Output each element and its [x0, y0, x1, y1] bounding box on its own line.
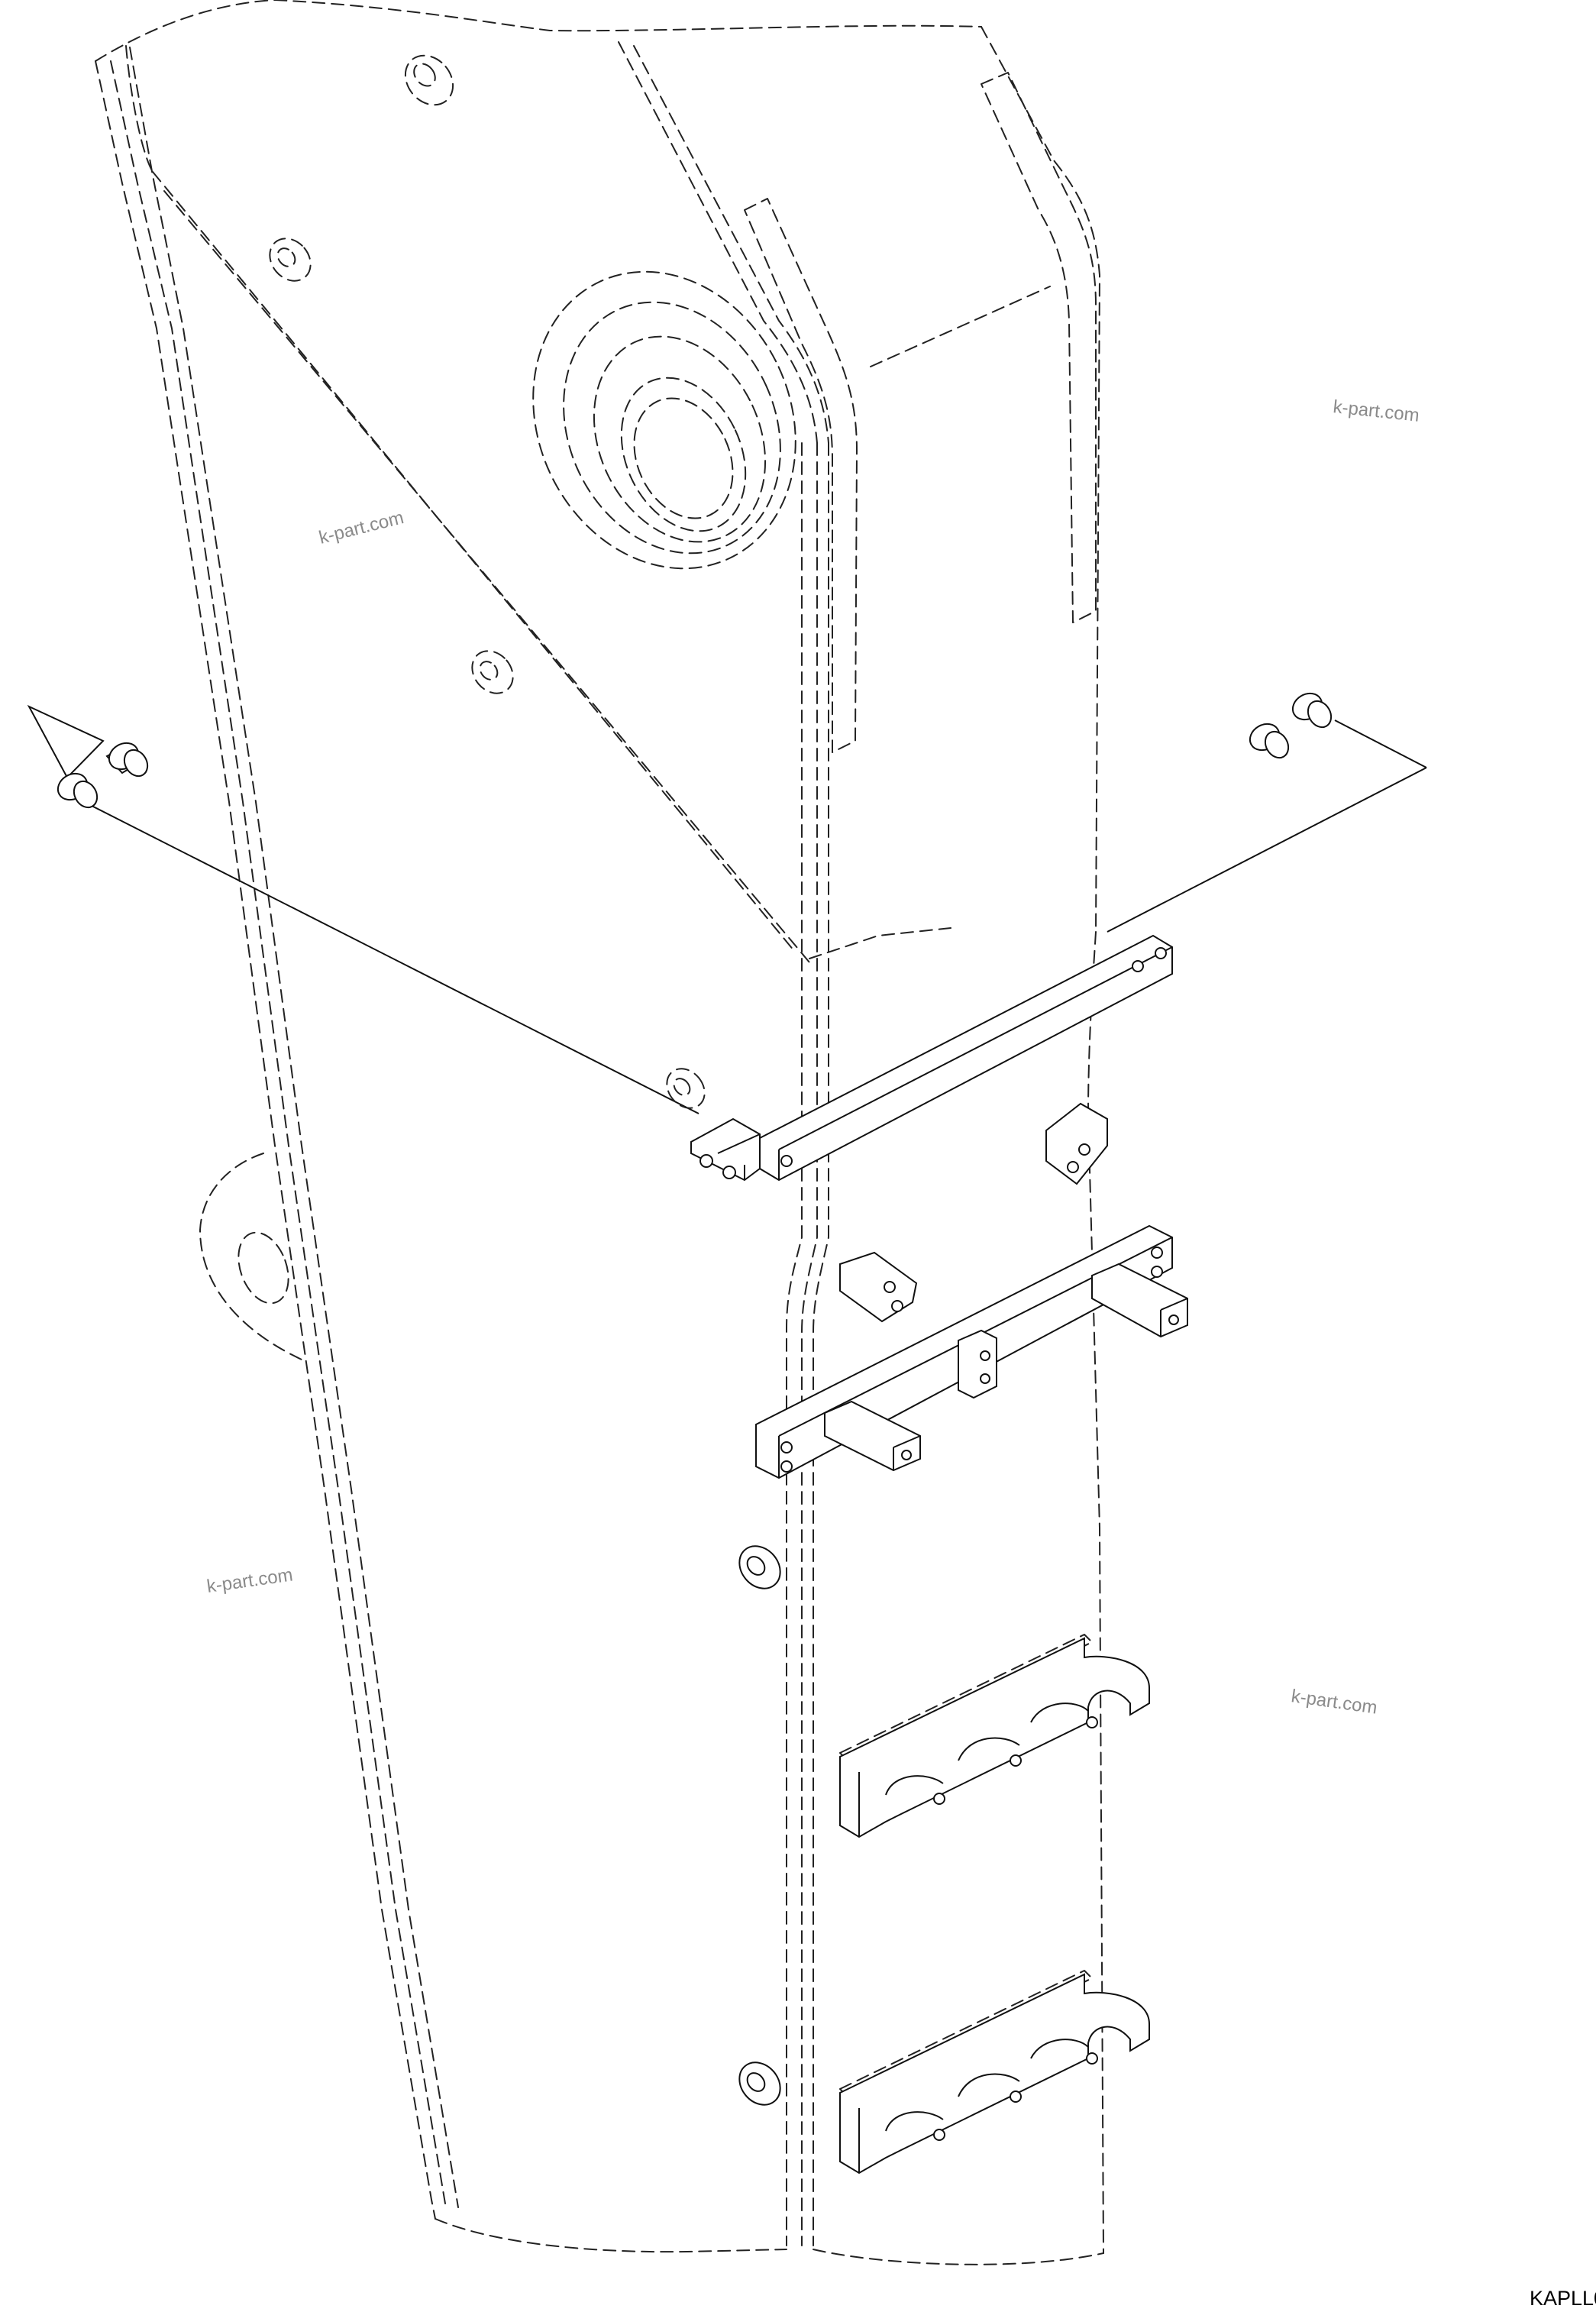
boss-5: [738, 1545, 781, 1589]
watermark: k-part.com: [1290, 1686, 1378, 1719]
boss-3: [471, 650, 514, 694]
boss-1: [404, 54, 454, 106]
boss-4: [666, 1068, 706, 1109]
hose-clamp-upper: [839, 1634, 1150, 1838]
angled-block-left: [839, 1251, 918, 1323]
boom-pin-boss: [532, 270, 796, 570]
watermark: k-part.com: [1332, 396, 1420, 426]
spacer-post-right: [1091, 1263, 1188, 1338]
plug-left-upper: [105, 742, 149, 778]
drawing-code: KAPLL00230: [1530, 2287, 1596, 2310]
middle-strip: [744, 198, 858, 753]
plug-right-lower: [1249, 723, 1290, 759]
boss-2: [269, 238, 312, 282]
watermark: k-part.com: [317, 507, 406, 548]
plug-right-upper: [1291, 692, 1333, 729]
angled-block-right: [1045, 1102, 1108, 1185]
boom-outline: [95, 0, 1104, 2265]
boss-6: [738, 2061, 781, 2106]
clamp-bar-upper: [759, 934, 1173, 1182]
spacer-post-left: [824, 1400, 921, 1472]
upper-right-strip: [981, 72, 1097, 623]
watermark: k-part.com: [205, 1564, 294, 1597]
spacer-post-mid: [958, 1329, 997, 1399]
side-lug: [199, 1153, 302, 1360]
leader-lines: [27, 704, 1427, 1114]
hose-clamp-lower: [839, 1970, 1150, 2175]
plug-left-lower: [57, 772, 99, 809]
spacer-block-upper: [690, 1117, 761, 1182]
